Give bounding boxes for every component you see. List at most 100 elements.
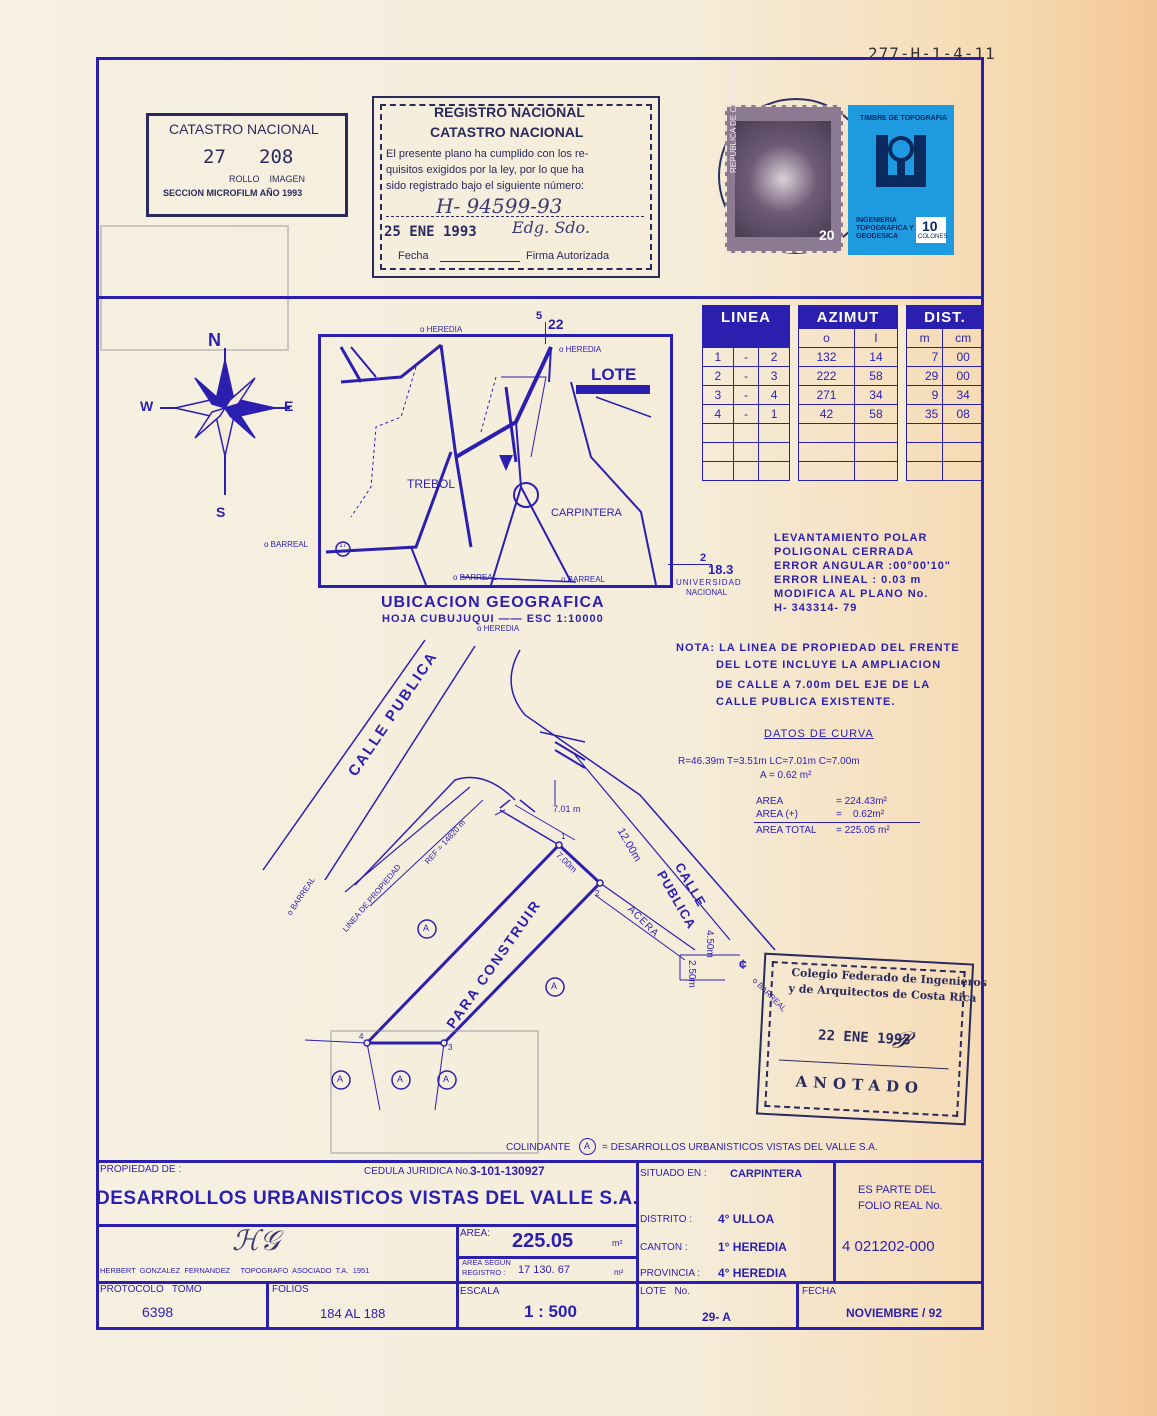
catastro-stamp: CATASTRO NACIONAL 27 208 ROLLO IMAGEN SE… [146,113,348,217]
registro-stamp: REGISTRO NACIONAL CATASTRO NACIONAL El p… [372,96,660,278]
map-universidad: UNIVERSIDAD [676,578,742,587]
escala-label: ESCALA [460,1286,500,1297]
map-point-2: 2 [700,552,707,564]
colegio-stamp: Colegio Federado de Ingenieros y de Arqu… [755,952,987,1126]
faded-stamp [330,1030,539,1154]
site-plan: CALLE PUBLICA o HEREDIA o BARREAL LINEA … [255,624,795,1130]
sub-header-m: m [905,328,944,348]
sub-header-cm: cm [942,328,984,348]
plan-point-3: 3 [448,1043,453,1052]
situado-label: SITUADO EN : [640,1168,707,1179]
title-block-line [96,1224,636,1227]
map-heredia-inner: o HEREDIA [559,345,602,354]
provincia-value: 4° HEREDIA [718,1266,787,1280]
registro-firma-label: Firma Autorizada [526,250,610,262]
sub-header-min: I [853,328,899,348]
canton-label: CANTON : [640,1242,688,1253]
protocolo-value: 6398 [142,1304,174,1320]
map-lote-label: LOTE [591,365,637,384]
area-sum-line [754,822,920,823]
registro-line1: REGISTRO NACIONAL [434,104,585,120]
survey-note-line: H- 343314- 79 [774,602,858,614]
situado-value: CARPINTERA [730,1168,803,1180]
map-title: UBICACION GEOGRAFICA [381,594,605,611]
registro-inner-border [380,104,652,270]
curva-line1: R=46.39m T=3.51m LC=7.01m C=7.00m [678,756,860,767]
map-barreal-bottom2: o BARREAL [561,575,606,584]
plan-a-mark: A [551,981,558,991]
header-azimut: AZIMUT [798,305,898,329]
registro-body2: quisitos exigidos por la ley, por lo que… [386,164,584,176]
fecha-value: NOVIEMBRE / 92 [846,1306,943,1320]
propiedad-label: PROPIEDAD DE : [100,1164,182,1175]
lote-label: LOTE No. [640,1286,691,1297]
brown-stamp-text: REPUBLICA DE COSTA RICA [729,64,738,173]
compass-west: W [140,398,154,414]
map-barreal-left: o BARREAL [264,540,309,549]
blue-topography-stamp: TIMBRE DE TOPOGRAFIA INGENIERIA TOPOGRAF… [848,105,954,255]
escala-value: 1 : 500 [524,1302,577,1321]
folio-real-value: 4 021202-000 [842,1238,935,1255]
fecha-label: FECHA [802,1286,836,1297]
area-segun-unit: m² [614,1268,624,1277]
curva-line2: A = 0.62 m² [760,770,812,781]
survey-note-line: ERROR ANGULAR :00°00'10" [774,560,952,572]
area-label: AREA: [460,1228,491,1239]
title-block-line [456,1224,459,1330]
area-row2-value: = 0.62m² [836,809,885,820]
cedula-label: CEDULA JURIDICA No. [364,1166,471,1177]
plan-heredia: o HEREDIA [477,624,520,633]
topografo-line: HERBERT GONZALEZ FERNANDEZ TOPOGRAFO ASO… [100,1266,370,1275]
drawing-frame [96,57,984,1330]
plan-a-mark: A [337,1074,344,1084]
owner-name: DESARROLLOS URBANISTICOS VISTAS DEL VALL… [96,1188,639,1209]
distrito-value: 4° ULLOA [718,1212,775,1226]
colindante-label: COLINDANTE [506,1142,571,1153]
colindante-text: = DESARROLLOS URBANISTICOS VISTAS DEL VA… [602,1142,878,1153]
title-block-line [636,1160,639,1330]
provincia-label: PROVINCIA : [640,1268,701,1279]
area-row3-label: AREA TOTAL [756,825,817,836]
registro-date: 25 ENE 1993 [384,224,477,240]
registro-number: H- 94599-93 [436,194,563,218]
area-segun-label1: AREA SEGUN [462,1258,511,1267]
plan-a-mark: A [443,1074,450,1084]
map-tick-top [545,322,546,344]
area-unit: m² [612,1238,623,1248]
plan-d450: 4.50m [704,930,715,958]
curva-title: DATOS DE CURVA [764,728,874,740]
canton-value: 1° HEREDIA [718,1240,787,1254]
map-val-183: 18.3 [708,562,734,577]
header-linea: LINEA [702,305,790,329]
map-point-5: 5 [536,310,543,322]
brown-revenue-stamp: REPUBLICA DE COSTA RICA 20 [725,65,843,253]
brown-stamp-value: 20 [819,227,835,243]
catastro-number-left: 27 [203,146,226,168]
blue-stamp-value: 10 [922,218,938,234]
folios-value: 184 AL 188 [320,1306,386,1321]
folios-label: FOLIOS [272,1284,309,1295]
plan-centerline: ¢ [739,956,747,972]
fecha-line [440,261,520,262]
colindante-mark: A [584,1141,591,1151]
map-trebol: TREBOL [407,477,456,491]
colegio-signature: 𝒫 [891,1025,911,1055]
map-carpintera: CARPINTERA [551,507,622,519]
map-route-17: 17 [339,542,347,549]
nota-line: CALLE PUBLICA EXISTENTE. [716,696,896,708]
compass-rose: N S W E [140,330,300,520]
sub-header-deg: o [798,328,855,348]
catastro-labels: ROLLO IMAGEN [229,174,306,184]
survey-note-line: LEVANTAMIENTO POLAR [774,532,928,544]
distrito-label: DISTRITO : [640,1214,693,1225]
plan-point-4: 4 [359,1032,364,1041]
plan-d250: 2.50m [686,960,697,988]
nota-line: NOTA: LA LINEA DE PROPIEDAD DEL FRENTE [676,642,960,654]
cedula-value: 3-101-130927 [470,1164,545,1178]
plan-a-mark: A [423,923,430,933]
es-parte-2: FOLIO REAL No. [858,1200,943,1212]
